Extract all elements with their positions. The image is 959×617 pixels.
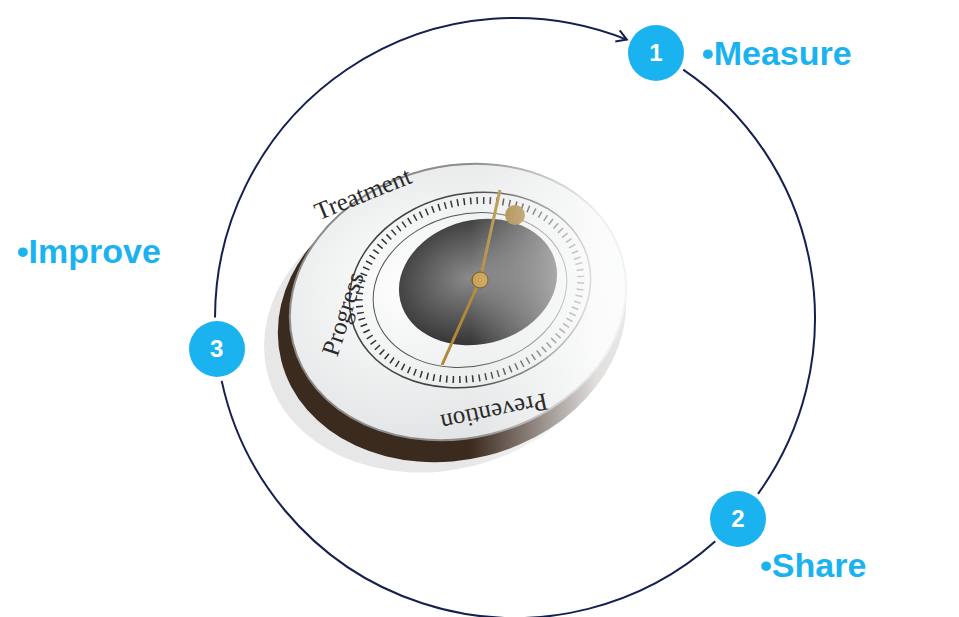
step-number: 1 [628, 25, 684, 81]
cycle-arc [683, 70, 815, 494]
step-number: 3 [189, 321, 245, 377]
step-label: •Improve [17, 232, 161, 271]
cycle-arc [215, 18, 627, 317]
step-circle: 3•Improve [189, 321, 245, 377]
step-label: •Measure [702, 34, 852, 73]
dial-word: Progress [316, 269, 369, 360]
step-number: 2 [710, 491, 766, 547]
dial-word: Treatment [310, 162, 415, 226]
fade-overlay [470, 110, 700, 490]
step-label: •Share [760, 545, 866, 584]
dial-word: Prevention [438, 387, 550, 437]
cycle-arc [222, 381, 716, 617]
step-circle: 1•Measure [628, 25, 684, 81]
step-circle: 2•Share [710, 491, 766, 547]
